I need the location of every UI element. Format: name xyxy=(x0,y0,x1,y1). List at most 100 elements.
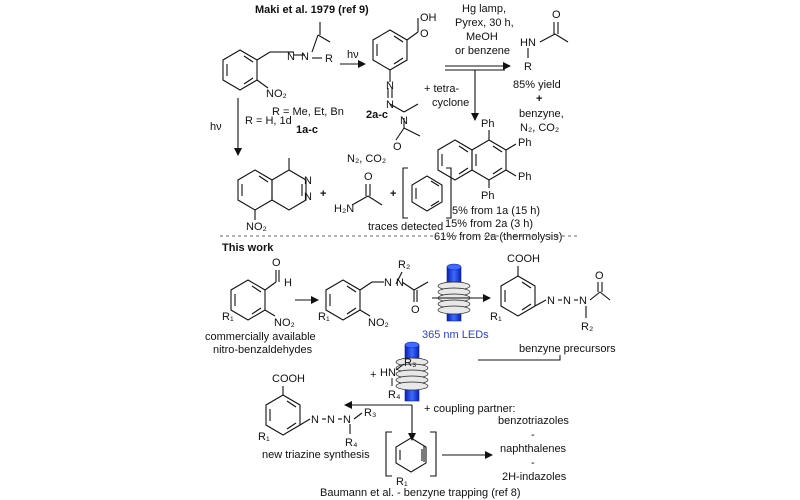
yield-1: 5% from 1a (15 h) xyxy=(452,205,540,217)
yield-label: 85% yield xyxy=(513,79,561,91)
plus-sign: + xyxy=(390,188,396,200)
r1-group: R₁ xyxy=(318,311,330,323)
hn-group: HN xyxy=(520,37,536,49)
n-atom: N xyxy=(343,414,351,426)
dash: - xyxy=(531,457,535,469)
substituted-benzyne xyxy=(385,431,437,477)
plus-sign: + xyxy=(320,188,326,200)
traces-label: traces detected xyxy=(368,221,443,233)
led-reactor-2 xyxy=(395,341,429,402)
n-atom: N xyxy=(304,175,312,187)
cond-3: MeOH xyxy=(466,31,498,43)
r1-group: R₁ xyxy=(258,431,270,443)
ph-label: Ph xyxy=(481,190,494,202)
benzyne-label: benzyne, xyxy=(519,108,564,120)
this-work-title: This work xyxy=(222,242,274,254)
n-atom: N xyxy=(301,51,309,63)
compound-2-label: 2a-c xyxy=(366,109,388,121)
r1-group: R₁ xyxy=(490,311,502,323)
yield-2: 15% from 2a (3 h) xyxy=(445,218,533,230)
n-atom: N xyxy=(396,277,404,289)
hv-label: hν xyxy=(347,49,359,61)
led-reactor-1 xyxy=(437,263,471,322)
o-atom: O xyxy=(595,270,604,282)
r-group: R xyxy=(524,61,532,73)
oh-group: OH xyxy=(420,12,437,24)
connector-line xyxy=(478,355,561,361)
hv-down-label: hν xyxy=(210,121,222,133)
acetamide-structure xyxy=(351,184,383,206)
byproducts-label: N₂, CO₂ xyxy=(520,122,559,134)
cond-1: Hg lamp, xyxy=(462,3,506,15)
n-atom: N xyxy=(304,191,312,203)
r2-group: R₂ xyxy=(398,259,410,271)
r4-group: R₄ xyxy=(345,437,358,449)
product-2: naphthalenes xyxy=(500,443,567,455)
h2n-group: H₂N xyxy=(334,203,354,215)
no2-group: NO₂ xyxy=(368,317,389,329)
n-atom: N xyxy=(327,414,335,426)
o-atom: O xyxy=(364,171,373,183)
ph-label: Ph xyxy=(481,118,494,130)
commercial-1: commercially available xyxy=(205,331,316,343)
hn-group: HN xyxy=(380,367,396,379)
compound-1-label: 1a-c xyxy=(296,124,318,136)
r2-group: R₂ xyxy=(581,321,593,333)
r-variants: R = Me, Et, Bn xyxy=(272,106,344,118)
tetra-1: + tetra- xyxy=(424,83,459,95)
n-atom: N xyxy=(386,80,394,92)
o-atom: O xyxy=(420,28,429,40)
yield-3: 61% from 2a (thermolysis) xyxy=(434,231,562,243)
benzyne-precursor-structure xyxy=(500,266,611,318)
r1-group: R₁ xyxy=(222,311,234,323)
benzyne-bracket xyxy=(402,167,452,219)
r1-group: R₁ xyxy=(396,476,408,488)
r4-group: R₄ xyxy=(388,389,401,401)
n-atom: N xyxy=(311,414,319,426)
led-label: 365 nm LEDs xyxy=(422,329,489,341)
n-atom: N xyxy=(384,277,392,289)
n-atom: N xyxy=(579,295,587,307)
product-1: benzotriazoles xyxy=(498,415,569,427)
coupling-label: + coupling partner: xyxy=(424,403,515,415)
rh-label: R = H, 1d xyxy=(245,115,292,127)
triazine-label: new triazine synthesis xyxy=(262,449,370,461)
tetra-2: cyclone xyxy=(432,97,469,109)
dash: - xyxy=(531,429,535,441)
r3-group: R₃ xyxy=(404,357,416,369)
o-atom: O xyxy=(272,257,281,269)
commercial-2: nitro-benzaldehydes xyxy=(213,344,313,356)
compound-1-structure xyxy=(222,22,331,91)
plus-sign: + xyxy=(536,93,542,105)
cooh-label: COOH xyxy=(507,253,540,265)
phthalazine-structure xyxy=(237,158,307,220)
h-atom: H xyxy=(284,277,292,289)
ph-label: Ph xyxy=(518,137,531,149)
r3-group: R₃ xyxy=(364,407,376,419)
no2-group: NO₂ xyxy=(266,88,287,100)
no2-group: NO₂ xyxy=(246,221,267,233)
ph-label: Ph xyxy=(518,171,531,183)
plus-sign: + xyxy=(370,369,376,381)
cond-2: Pyrex, 30 h, xyxy=(455,17,514,29)
cooh-label: COOH xyxy=(272,373,305,385)
no2-group: NO₂ xyxy=(274,317,295,329)
o-atom: O xyxy=(393,141,402,153)
o-atom: O xyxy=(552,9,561,21)
amide-structure xyxy=(527,22,569,58)
compound-2-structure xyxy=(372,18,421,141)
n-atom: N xyxy=(287,51,295,63)
tetraphenylnaphthalene-structure xyxy=(437,130,517,188)
n-atom: N xyxy=(400,115,408,127)
hydrazone-structure xyxy=(325,271,429,321)
n-atom: N xyxy=(386,99,394,111)
amine-structure xyxy=(391,363,405,386)
o-atom: O xyxy=(411,304,420,316)
r-group: R xyxy=(325,53,333,65)
product-3: 2H-indazoles xyxy=(502,471,567,483)
cond-4: or benzene xyxy=(455,45,510,57)
nitrobenzaldehyde-structure xyxy=(230,270,280,321)
n-atom: N xyxy=(547,295,555,307)
n-atom: N xyxy=(563,295,571,307)
